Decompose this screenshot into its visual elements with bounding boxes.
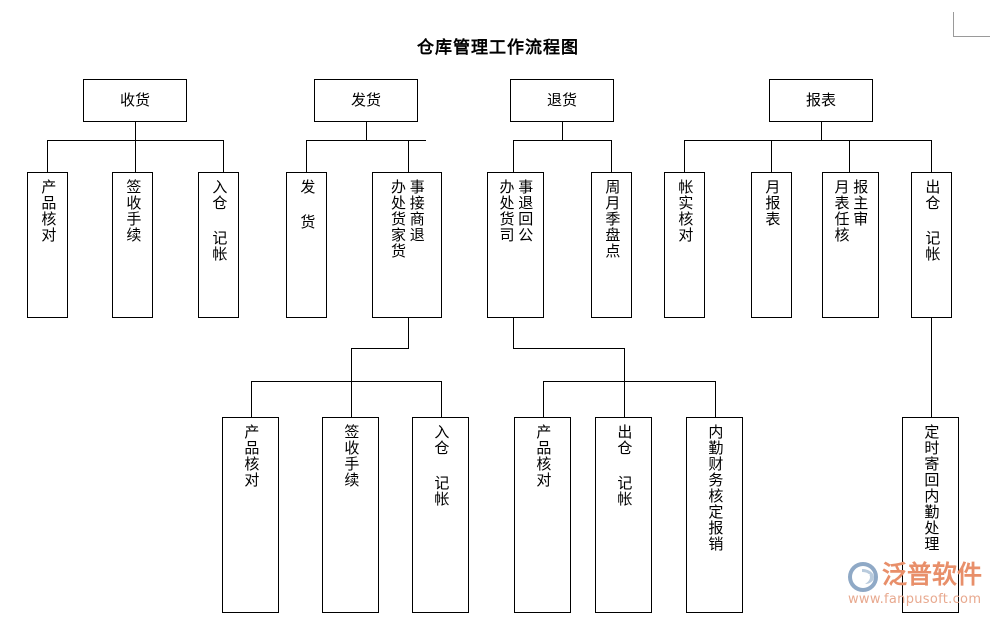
circle-swoosh-logo-icon	[848, 562, 878, 592]
node-qianshou-shouxu-2[interactable]: 签收手续	[322, 417, 379, 613]
page-corner-guide	[953, 12, 990, 37]
connector-baobiao-stem	[821, 122, 822, 140]
node-qianshou-shouxu-1[interactable]: 签收手续	[112, 172, 153, 318]
node-zhangshi-hedui-label: 帐实核对	[676, 179, 695, 243]
connector-baobiao-drop-3	[849, 140, 850, 172]
connector-tuihuo-bus	[513, 140, 611, 141]
connector-baobiao-drop-4	[931, 140, 932, 172]
connector-jieshang-elbow	[351, 348, 409, 349]
connector-shouhuo-drop-1	[47, 140, 48, 172]
connector-groupA-bus	[251, 381, 441, 382]
node-zhouyuejipandian[interactable]: 周月季盘点	[591, 172, 632, 318]
node-baobiao[interactable]: 报表	[769, 79, 873, 122]
connector-groupA-drop-3	[441, 381, 442, 417]
node-qianshou-shouxu-2-label: 签收手续	[342, 424, 361, 488]
node-chucang-jizhang-2[interactable]: 出仓 记帐	[595, 417, 652, 613]
node-fahuo-child-label: 发 货	[298, 179, 317, 230]
connector-jieshang-riser	[351, 348, 352, 381]
connector-groupB-drop-1	[543, 381, 544, 417]
connector-groupB-bus	[543, 381, 715, 382]
connector-fahuo-drop-2	[408, 140, 409, 172]
node-rucang-jizhang-2[interactable]: 入仓 记帐	[412, 417, 469, 613]
node-rucang-jizhang-2-label: 入仓 记帐	[432, 424, 451, 507]
node-fahuo[interactable]: 发货	[314, 79, 418, 122]
node-chanpin-hedui-2-label: 产品核对	[242, 424, 261, 488]
connector-tuihuo-drop-2	[611, 140, 612, 172]
node-zhouyuejipandian-label: 周月季盘点	[603, 179, 622, 259]
connector-tuihuigs-riser	[624, 348, 625, 381]
node-chucang-jizhang-top[interactable]: 出仓 记帐	[911, 172, 952, 318]
node-baobiao-label: 报表	[805, 91, 836, 109]
connector-tuihuo-drop-1	[513, 140, 514, 172]
connector-baobiao-bus	[684, 140, 931, 141]
node-shouhuo[interactable]: 收货	[83, 79, 187, 122]
node-fahuo-label: 发货	[350, 91, 381, 109]
node-chucang-jizhang-top-label: 出仓 记帐	[923, 179, 942, 262]
connector-fahuo-bus	[306, 140, 426, 141]
node-tuihuo-huigongsi-label: 事退回公 办处货司	[497, 179, 535, 243]
node-chanpin-hedui-1[interactable]: 产品核对	[27, 172, 68, 318]
node-neiqin-caiwu-baoxiao[interactable]: 内勤财务核定报销	[686, 417, 743, 613]
node-fahuo-child[interactable]: 发 货	[286, 172, 327, 318]
node-chanpin-hedui-3-label: 产品核对	[534, 424, 553, 488]
connector-shouhuo-drop-3	[223, 140, 224, 172]
page-title: 仓库管理工作流程图	[417, 38, 579, 58]
connector-tuihuo-stem	[562, 122, 563, 140]
node-jieshang-tuihuo[interactable]: 事接商退 办处货家货	[372, 172, 442, 318]
node-tuihuo[interactable]: 退货	[510, 79, 614, 122]
connector-groupA-drop-2	[351, 381, 352, 417]
node-qianshou-shouxu-1-label: 签收手续	[124, 179, 143, 243]
connector-baobiao-drop-1	[684, 140, 685, 172]
node-yuebaobiao[interactable]: 月报表	[751, 172, 792, 318]
connector-groupB-drop-3	[715, 381, 716, 417]
node-zhangshi-hedui[interactable]: 帐实核对	[664, 172, 705, 318]
connector-jieshang-stem	[408, 318, 409, 348]
node-jieshang-tuihuo-label: 事接商退 办处货家货	[389, 179, 426, 259]
node-dingshi-jihui-neiqin-label: 定时寄回内勤处理	[922, 424, 941, 552]
connector-fahuo-stem	[366, 122, 367, 140]
node-yuebaobiao-label: 月报表	[763, 179, 782, 227]
node-dingshi-jihui-neiqin[interactable]: 定时寄回内勤处理	[902, 417, 959, 613]
connector-tuihuigs-elbow	[513, 348, 624, 349]
connector-groupB-drop-2	[624, 381, 625, 417]
node-chanpin-hedui-3[interactable]: 产品核对	[514, 417, 571, 613]
connector-shouhuo-stem	[135, 122, 136, 140]
node-neiqin-caiwu-baoxiao-label: 内勤财务核定报销	[706, 424, 725, 552]
connector-groupA-drop-1	[251, 381, 252, 417]
node-yuebaobiao-zhuren-shenhe[interactable]: 报主审 月表任核	[822, 172, 879, 318]
node-chanpin-hedui-2[interactable]: 产品核对	[222, 417, 279, 613]
node-chucang-jizhang-2-label: 出仓 记帐	[615, 424, 634, 507]
node-yuebaobiao-zhuren-shenhe-label: 报主审 月表任核	[832, 179, 870, 243]
connector-baobiao-drop-2	[771, 140, 772, 172]
node-rucang-jizhang-1-label: 入仓 记帐	[210, 179, 229, 262]
node-tuihuo-huigongsi[interactable]: 事退回公 办处货司	[487, 172, 544, 318]
node-chanpin-hedui-1-label: 产品核对	[39, 179, 58, 243]
connector-fahuo-drop-1	[306, 140, 307, 172]
node-tuihuo-label: 退货	[546, 91, 577, 109]
connector-shouhuo-drop-2	[135, 140, 136, 172]
connector-tuihuigs-stem	[513, 318, 514, 348]
node-shouhuo-label: 收货	[119, 91, 150, 109]
node-rucang-jizhang-1[interactable]: 入仓 记帐	[198, 172, 239, 318]
connector-chucang-to-dingshi	[931, 318, 932, 417]
